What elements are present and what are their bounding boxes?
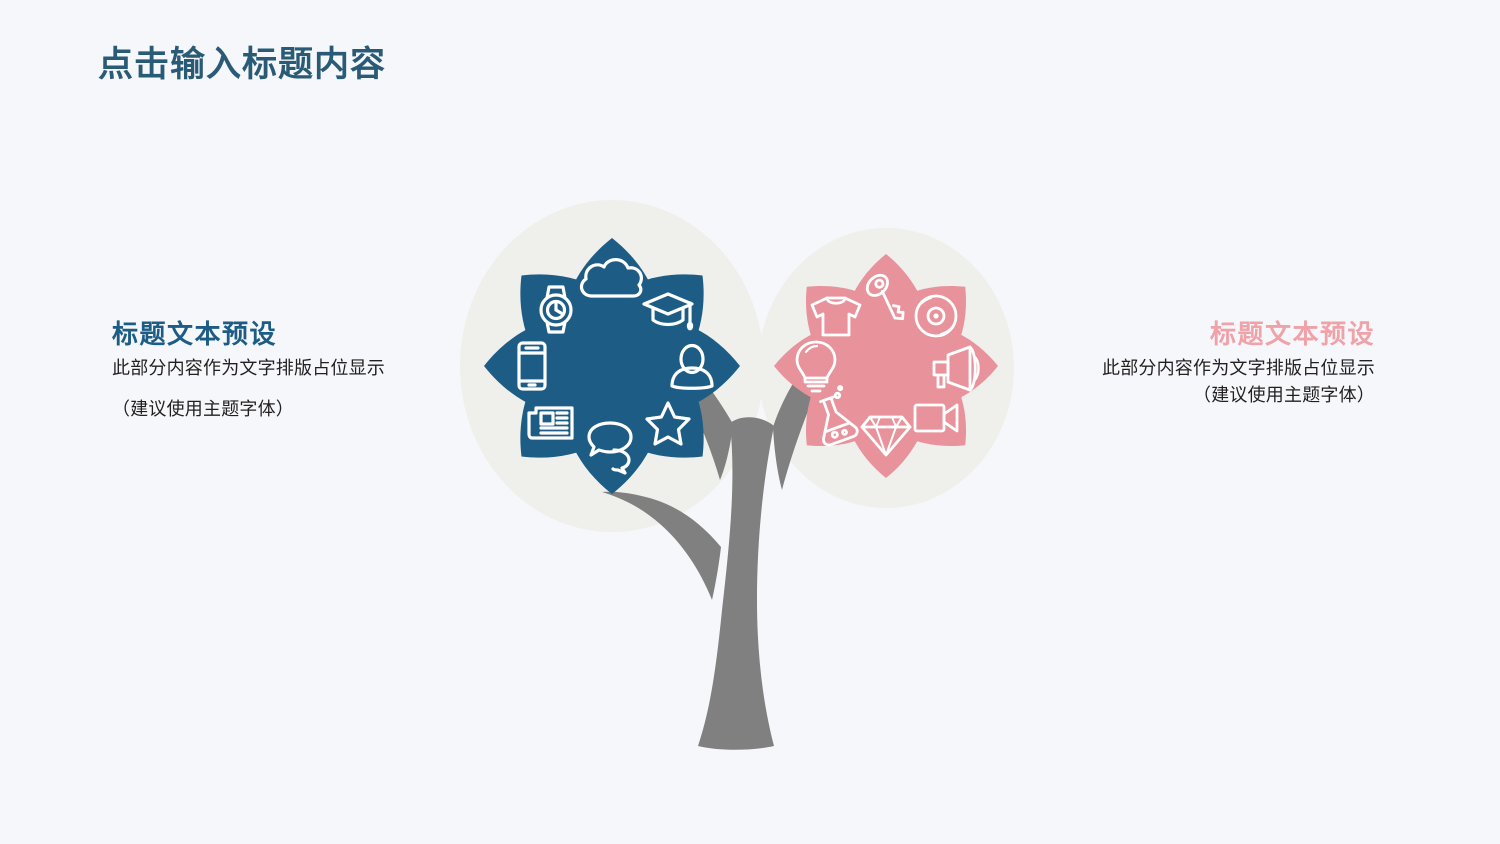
- tree-trunk: [602, 321, 858, 750]
- right-block-note: （建议使用主题字体）: [1193, 384, 1375, 405]
- left-block-body: 此部分内容作为文字排版占位显示: [112, 357, 385, 378]
- star-icon: [645, 401, 691, 446]
- user-avatar-icon: [670, 343, 714, 390]
- page-title: 点击输入标题内容: [98, 45, 387, 84]
- blue-flower: [484, 238, 740, 494]
- right-text-block: 标题文本预设 此部分内容作为文字排版占位显示 （建议使用主题字体）: [1060, 318, 1375, 409]
- graduation-cap-icon: [642, 292, 694, 331]
- watch-icon: [539, 285, 573, 334]
- video-camera-icon: [913, 403, 959, 433]
- icon-tree-graphic: [430, 180, 1070, 800]
- vinyl-record-icon: [914, 294, 958, 338]
- key-icon: [865, 273, 905, 321]
- newspaper-icon: [527, 406, 574, 440]
- chat-bubble-icon: [587, 421, 633, 475]
- right-block-body: 此部分内容作为文字排版占位显示: [1102, 357, 1375, 378]
- lightbulb-icon: [795, 340, 837, 393]
- left-block-heading: 标题文本预设: [112, 319, 278, 349]
- left-text-block: 标题文本预设 此部分内容作为文字排版占位显示 （建议使用主题字体）: [112, 318, 442, 423]
- left-block-note: （建议使用主题字体）: [112, 398, 294, 419]
- megaphone-icon: [932, 345, 980, 392]
- right-block-heading: 标题文本预设: [1209, 319, 1375, 349]
- diamond-icon: [860, 415, 912, 457]
- tshirt-icon: [810, 296, 862, 337]
- flask-icon: [819, 385, 859, 447]
- cloud-icon: [579, 258, 643, 298]
- pink-flower: [774, 254, 998, 478]
- smartphone-icon: [517, 341, 547, 391]
